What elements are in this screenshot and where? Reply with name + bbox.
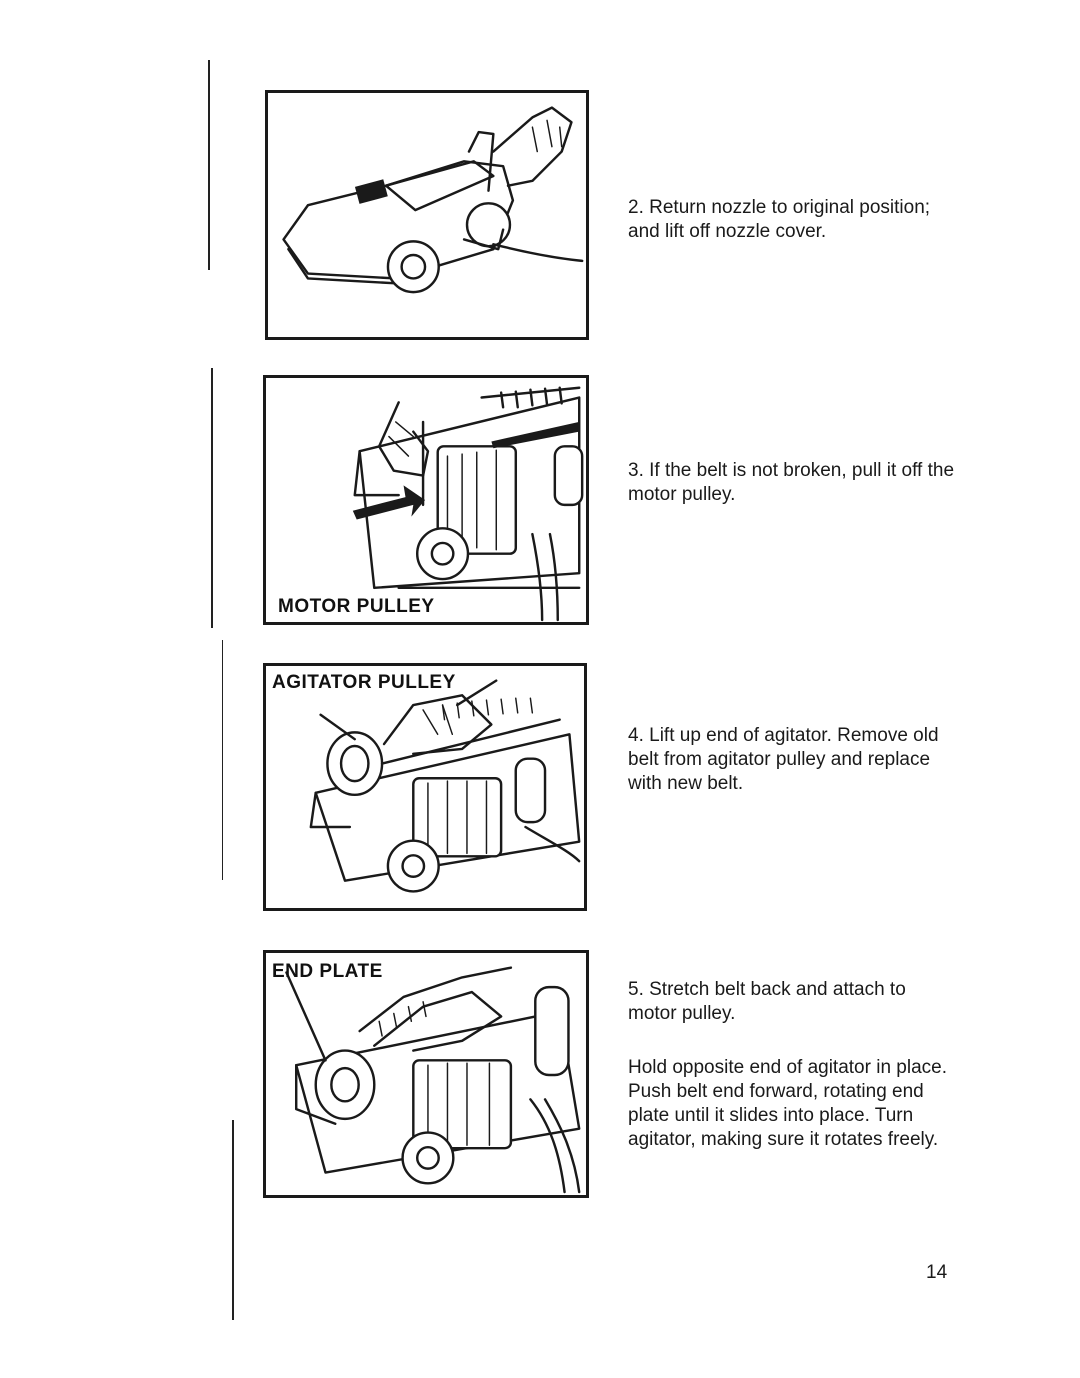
agitator-pulley-label: AGITATOR PULLEY xyxy=(272,672,456,693)
figure-end-plate: END PLATE xyxy=(263,950,589,1198)
figure-remove-nozzle-cover xyxy=(265,90,589,340)
step-2-instruction: 2. Return nozzle to original position; a… xyxy=(628,197,931,242)
motor-illustration xyxy=(352,386,584,622)
binding-line xyxy=(232,1120,234,1320)
binding-line xyxy=(222,640,223,880)
binding-line xyxy=(211,368,213,628)
end-plate-illustration xyxy=(285,966,581,1194)
step-3-text: 3. If the belt is not broken, pull it of… xyxy=(628,459,963,507)
step-2-text: 2. Return nozzle to original position; a… xyxy=(628,196,958,244)
vacuum-illustration xyxy=(282,106,584,294)
step-4-text: 4. Lift up end of agitator. Remove old b… xyxy=(628,724,958,796)
agitator-illustration xyxy=(309,679,581,893)
figure-agitator-pulley: AGITATOR PULLEY xyxy=(263,663,587,911)
step-5-instruction: 5. Stretch belt back and attach to motor… xyxy=(628,979,906,1024)
step-5-note: Hold opposite end of agitator in place. … xyxy=(628,1056,958,1152)
motor-pulley-label: MOTOR PULLEY xyxy=(278,596,435,617)
step-5-note-text: Hold opposite end of agitator in place. … xyxy=(628,1057,947,1150)
step-3-instruction: 3. If the belt is not broken, pull it of… xyxy=(628,460,955,505)
step-5-text: 5. Stretch belt back and attach to motor… xyxy=(628,978,958,1026)
page-number: 14 xyxy=(926,1262,948,1283)
figure-motor-pulley: MOTOR PULLEY xyxy=(263,375,589,625)
step-4-instruction: 4. Lift up end of agitator. Remove old b… xyxy=(628,725,939,794)
end-plate-label: END PLATE xyxy=(272,961,383,982)
binding-line xyxy=(208,60,210,270)
